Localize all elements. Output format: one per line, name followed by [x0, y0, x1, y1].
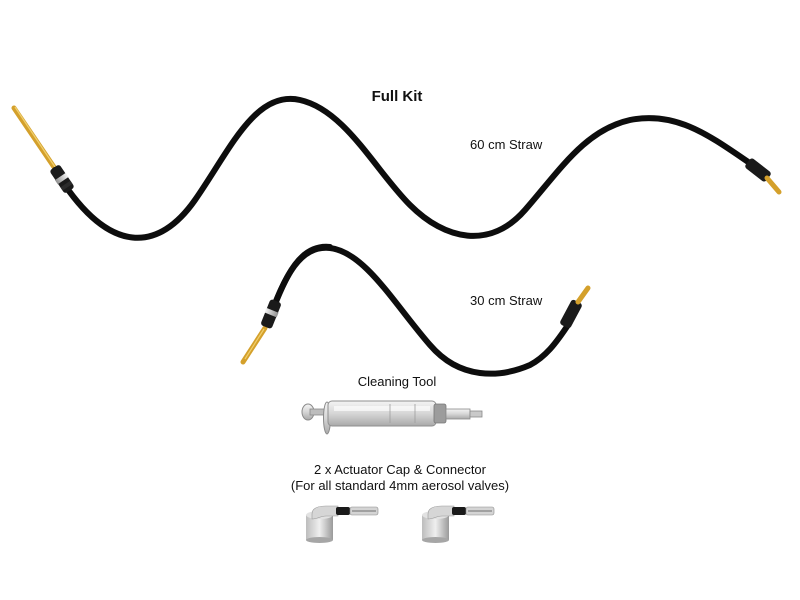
- actuator-cap-2: [422, 505, 495, 543]
- straw-60-right-connector: [745, 158, 771, 182]
- straw-60-left-connector: [50, 165, 74, 193]
- straw-60-tube: [52, 95, 763, 241]
- straw-60cm: [11, 95, 782, 241]
- straw-30-left-connector: [261, 299, 281, 329]
- cleaning-tool-syringe: [301, 400, 483, 435]
- straw-30cm: [240, 243, 591, 377]
- label-actuator-caps: 2 x Actuator Cap & Connector: [314, 462, 486, 477]
- label-cleaning-tool: Cleaning Tool: [357, 374, 437, 389]
- actuator-cap-1: [306, 505, 379, 543]
- label-actuator-caps-note: (For all standard 4mm aerosol valves): [290, 478, 510, 493]
- label-60cm-straw: 60 cm Straw: [470, 137, 543, 152]
- straw-30-right-tip: [575, 285, 591, 305]
- straw-60-right-tip: [764, 175, 782, 195]
- kit-title: Full Kit: [371, 88, 423, 105]
- label-30cm-straw: 30 cm Straw: [470, 293, 543, 308]
- straw-60-left-tip: [11, 105, 59, 173]
- straw-30-right-connector: [560, 299, 582, 329]
- straw-30-tube: [265, 244, 573, 377]
